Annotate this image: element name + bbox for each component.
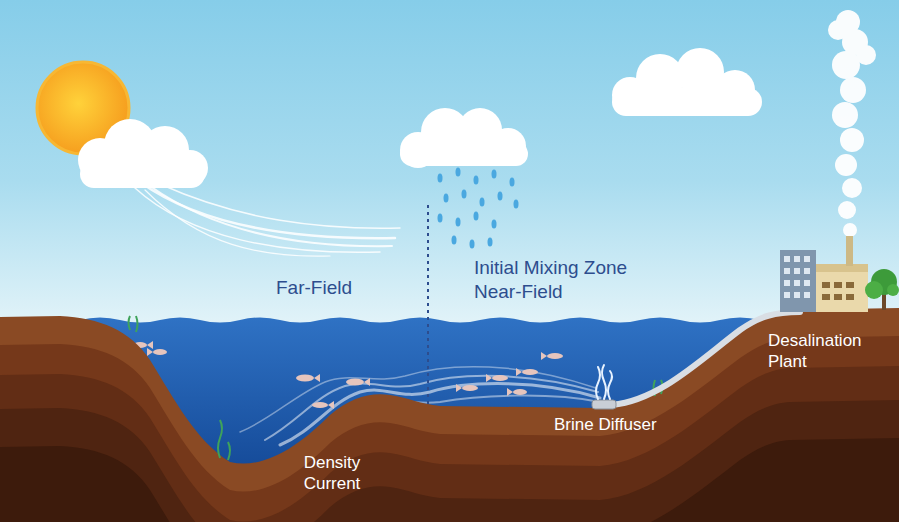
region-label: Density Current — [292, 452, 372, 495]
smoke-plume — [828, 10, 876, 237]
region-label: Initial Mixing Zone Near-Field — [474, 256, 674, 304]
sky — [0, 0, 899, 330]
seabed-ground — [0, 308, 899, 522]
rain-drops — [438, 168, 519, 249]
cloud — [78, 119, 208, 188]
cloud — [612, 48, 762, 116]
part-label: Brine Diffuser — [554, 414, 714, 435]
fish — [133, 341, 563, 409]
seaweed — [129, 316, 663, 460]
part-label: Desalination Plant — [768, 330, 890, 373]
brine-diffuser — [592, 365, 616, 409]
region-label: Far-Field — [276, 276, 416, 300]
zone-divider — [427, 205, 429, 404]
rain-cloud — [400, 108, 528, 168]
wind-streaks — [135, 182, 400, 256]
desalination-plant — [780, 236, 899, 312]
